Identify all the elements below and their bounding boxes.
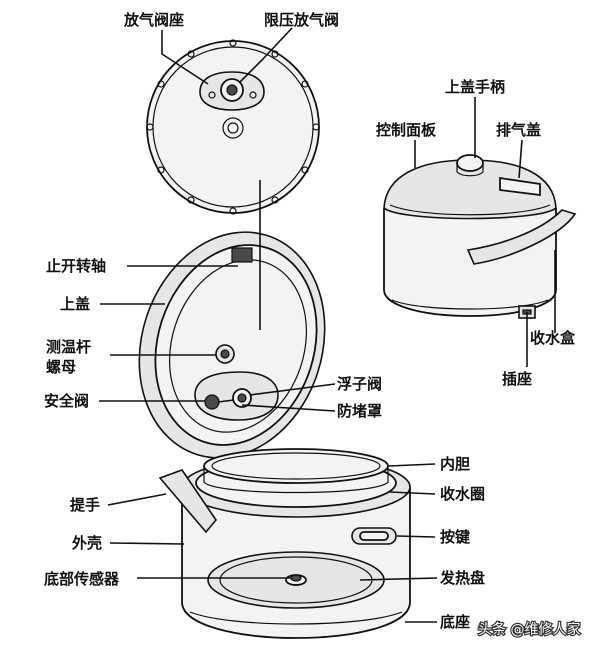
- label-button: 按键: [440, 528, 470, 546]
- label-inner-pot: 内胆: [440, 455, 470, 473]
- label-nut: 螺母: [46, 358, 76, 376]
- label-pressure-limit-valve: 限压放气阀: [264, 11, 339, 29]
- label-hinge-shaft: 止开转轴: [46, 257, 106, 275]
- label-anti-block-cover: 防堵罩: [337, 402, 382, 420]
- label-water-box: 收水盒: [530, 329, 576, 347]
- label-handle: 提手: [70, 496, 100, 514]
- cooker-open-view: [138, 231, 411, 639]
- label-socket: 插座: [502, 370, 532, 388]
- cooker-assembled-view: [383, 154, 577, 319]
- label-temp-rod: 测温杆: [46, 338, 91, 356]
- label-base: 底座: [440, 613, 470, 631]
- labels: 放气阀座 限压放气阀 上盖手柄 控制面板 排气盖 止开转轴 上盖 测温杆 螺母 …: [44, 11, 576, 631]
- label-outer-shell: 外壳: [71, 534, 102, 552]
- label-water-ring: 收水圈: [440, 485, 485, 503]
- label-heating-plate: 发热盘: [439, 569, 485, 587]
- label-control-panel: 控制面板: [376, 121, 437, 139]
- watermark: 头条 @维修人家: [478, 621, 580, 638]
- label-safety-valve: 安全阀: [44, 392, 89, 410]
- label-float-valve: 浮子阀: [337, 375, 382, 393]
- label-bottom-sensor: 底部传感器: [44, 570, 120, 588]
- label-upper-lid: 上盖: [60, 295, 90, 313]
- label-lid-handle: 上盖手柄: [445, 78, 505, 96]
- label-vent-valve-seat: 放气阀座: [123, 11, 184, 29]
- label-exhaust-cover: 排气盖: [496, 121, 541, 139]
- leader-lines: [99, 27, 556, 623]
- lid-top-view: [146, 39, 320, 215]
